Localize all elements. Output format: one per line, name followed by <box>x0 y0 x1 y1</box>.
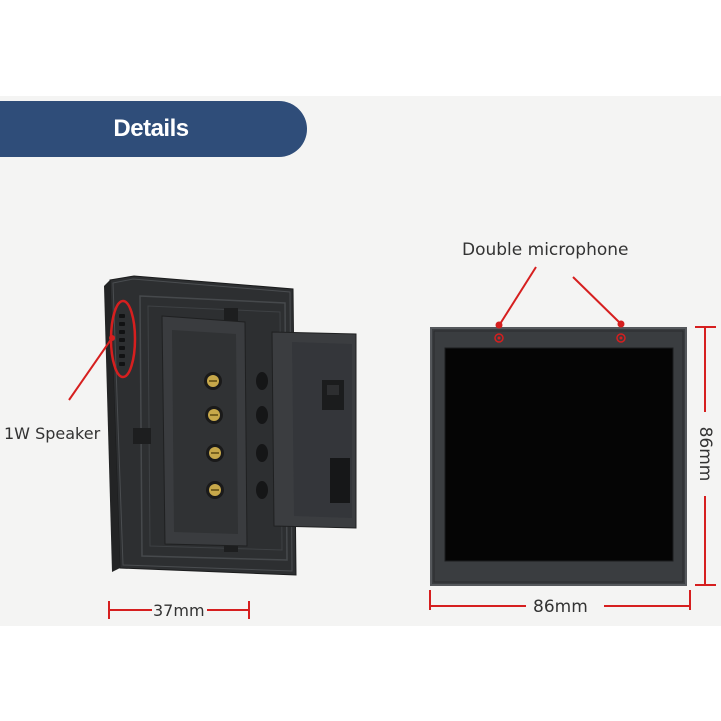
depth-dimension <box>108 601 250 619</box>
depth-label: 37mm <box>153 601 205 620</box>
speaker-grille <box>119 314 125 366</box>
width-dimension <box>429 590 691 610</box>
speaker-label: 1W Speaker <box>4 424 101 443</box>
speaker-callout <box>68 299 137 401</box>
microphone-right <box>616 333 626 343</box>
switch-front-view <box>430 327 687 586</box>
banner-title: Details <box>113 115 189 142</box>
switch-side-view <box>104 275 357 576</box>
microphone-callouts <box>494 266 626 343</box>
wire-slots <box>256 372 268 499</box>
microphone-left <box>494 333 504 343</box>
details-banner: Details <box>0 101 307 157</box>
touch-screen <box>445 348 673 561</box>
height-label: 86mm <box>695 426 715 482</box>
height-dimension <box>695 326 716 586</box>
microphone-label: Double microphone <box>462 240 629 260</box>
width-label: 86mm <box>533 597 588 617</box>
screw-terminals <box>204 372 224 499</box>
